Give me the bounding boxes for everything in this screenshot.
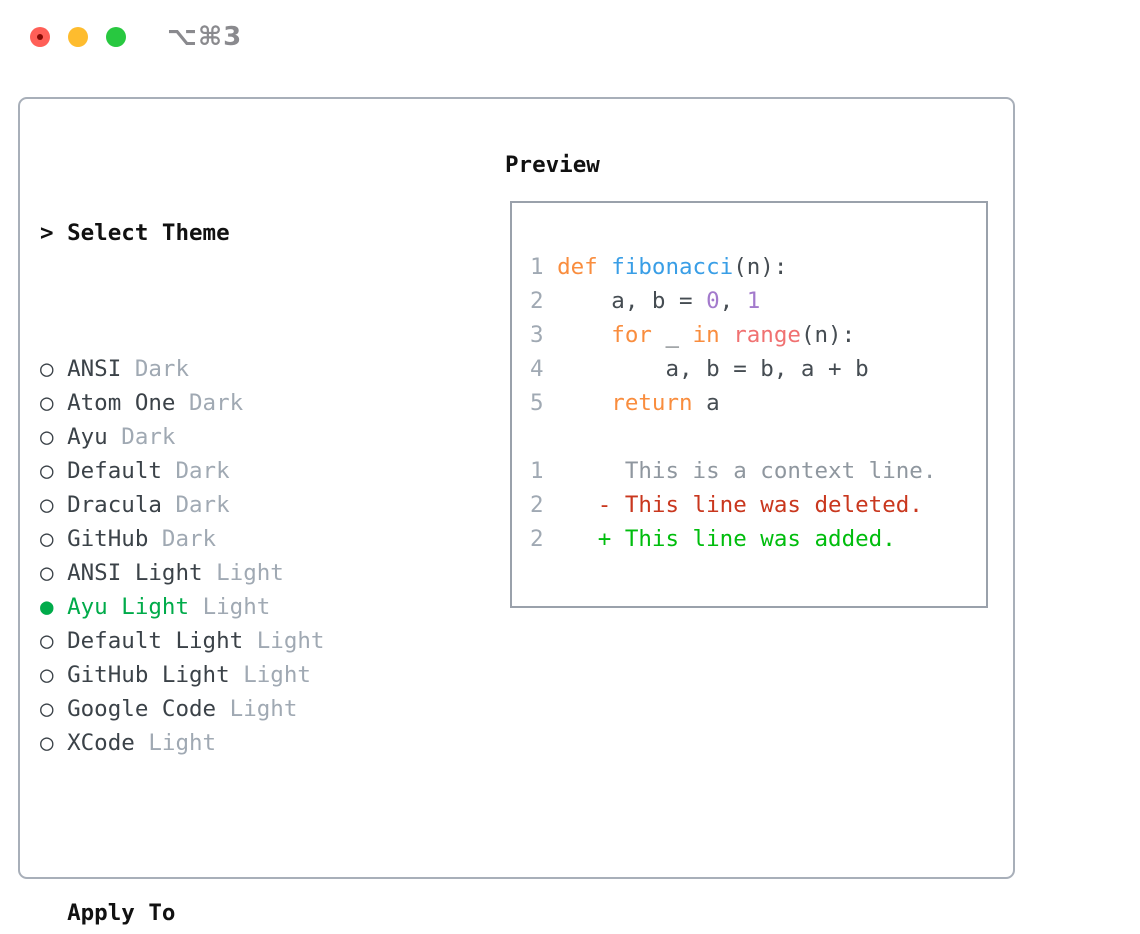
line-number: 2: [530, 526, 558, 552]
left-column: > Select Theme ○ ANSI Dark○ Atom One Dar…: [40, 148, 419, 934]
theme-option-dracula[interactable]: ○ Dracula Dark: [40, 488, 419, 522]
line-number: 1: [530, 254, 558, 280]
line-number: 3: [530, 322, 558, 348]
theme-option-ayu[interactable]: ○ Ayu Dark: [40, 420, 419, 454]
radio-unselected-icon: ○: [40, 458, 54, 484]
radio-unselected-icon: ○: [40, 696, 54, 722]
window-title: ⌥⌘3: [167, 22, 243, 52]
theme-name: Atom One: [67, 390, 176, 416]
theme-option-default[interactable]: ○ Default Dark: [40, 454, 419, 488]
theme-name: ANSI: [67, 356, 122, 382]
titlebar: ⌥⌘3: [0, 0, 1140, 70]
theme-variant-tag: Light: [229, 696, 298, 722]
theme-variant-tag: Light: [243, 662, 311, 688]
diff-deleted-line: 2 - This line was deleted.: [530, 492, 923, 518]
theme-option-atom-one[interactable]: ○ Atom One Dark: [40, 386, 419, 420]
blank-line: [530, 420, 936, 454]
theme-name: Default: [67, 458, 162, 484]
radio-unselected-icon: ○: [40, 492, 54, 518]
theme-name: GitHub Light: [67, 662, 230, 688]
theme-name: Ayu: [67, 424, 108, 450]
theme-name: GitHub: [67, 526, 149, 552]
theme-name: XCode: [67, 730, 135, 756]
theme-variant-tag: Dark: [189, 390, 244, 416]
theme-name: Ayu Light: [67, 594, 190, 620]
theme-variant-tag: Dark: [175, 492, 230, 518]
theme-name: ANSI Light: [67, 560, 203, 586]
line-number: 4: [530, 356, 558, 382]
theme-variant-tag: Light: [216, 560, 284, 586]
line-number: 2: [530, 492, 558, 518]
code-preview: 1 def fibonacci(n): 2 a, b = 0, 1 3 for _ …: [530, 250, 936, 556]
theme-variant-tag: Dark: [175, 458, 230, 484]
close-dot-icon: [37, 34, 43, 40]
radio-unselected-icon: ○: [40, 560, 54, 586]
select-theme-heading: > Select Theme: [40, 216, 419, 250]
zoom-button-icon[interactable]: [106, 27, 126, 47]
theme-variant-tag: Dark: [161, 526, 217, 552]
radio-unselected-icon: ○: [40, 356, 54, 382]
radio-unselected-icon: ○: [40, 662, 54, 688]
select-theme-heading-label: Select Theme: [67, 220, 230, 246]
code-line: 3 for _ in range(n):: [530, 322, 856, 348]
theme-variant-tag: Light: [148, 730, 217, 756]
theme-variant-tag: Dark: [134, 356, 190, 382]
line-number: 2: [530, 288, 558, 314]
line-number: 1: [530, 458, 558, 484]
theme-option-xcode[interactable]: ○ XCode Light: [40, 726, 419, 760]
line-number: 5: [530, 390, 558, 416]
diff-added-line: 2 + This line was added.: [530, 526, 896, 552]
cursor-icon: >: [40, 220, 54, 246]
theme-option-github-light[interactable]: ○ GitHub Light Light: [40, 658, 419, 692]
theme-variant-tag: Dark: [121, 424, 176, 450]
radio-unselected-icon: ○: [40, 526, 54, 552]
code-line: 2 a, b = 0, 1: [530, 288, 761, 314]
radio-unselected-icon: ○: [40, 424, 54, 450]
theme-variant-tag: Light: [256, 628, 325, 654]
code-line: 1 def fibonacci(n):: [530, 254, 788, 280]
close-button-icon[interactable]: [30, 27, 50, 47]
code-line: 5 return a: [530, 390, 720, 416]
theme-picker-panel: > Select Theme ○ ANSI Dark○ Atom One Dar…: [18, 97, 1015, 926]
theme-option-ansi[interactable]: ○ ANSI Dark: [40, 352, 419, 386]
diff-context-line: 1 This is a context line.: [530, 458, 937, 484]
theme-option-google-code[interactable]: ○ Google Code Light: [40, 692, 419, 726]
preview-box: 1 def fibonacci(n): 2 a, b = 0, 1 3 for _ …: [510, 201, 988, 608]
code-line: 4 a, b = b, a + b: [530, 356, 869, 382]
radio-selected-icon: ●: [40, 594, 54, 620]
apply-to-heading-label: Apply To: [67, 900, 176, 926]
preview-heading: Preview: [505, 152, 600, 178]
theme-option-default-light[interactable]: ○ Default Light Light: [40, 624, 419, 658]
radio-unselected-icon: ○: [40, 390, 54, 416]
radio-unselected-icon: ○: [40, 730, 54, 756]
minimize-button-icon[interactable]: [68, 27, 88, 47]
theme-option-ansi-light[interactable]: ○ ANSI Light Light: [40, 556, 419, 590]
apply-to-heading: Apply To: [40, 896, 419, 930]
theme-variant-tag: Light: [202, 594, 271, 620]
theme-option-ayu-light[interactable]: ● Ayu Light Light: [40, 590, 419, 624]
radio-unselected-icon: ○: [40, 628, 54, 654]
theme-option-github[interactable]: ○ GitHub Dark: [40, 522, 419, 556]
theme-list: ○ ANSI Dark○ Atom One Dark○ Ayu Dark○ De…: [40, 352, 419, 760]
theme-name: Dracula: [67, 492, 162, 518]
theme-name: Default Light: [67, 628, 244, 654]
theme-name: Google Code: [67, 696, 217, 722]
